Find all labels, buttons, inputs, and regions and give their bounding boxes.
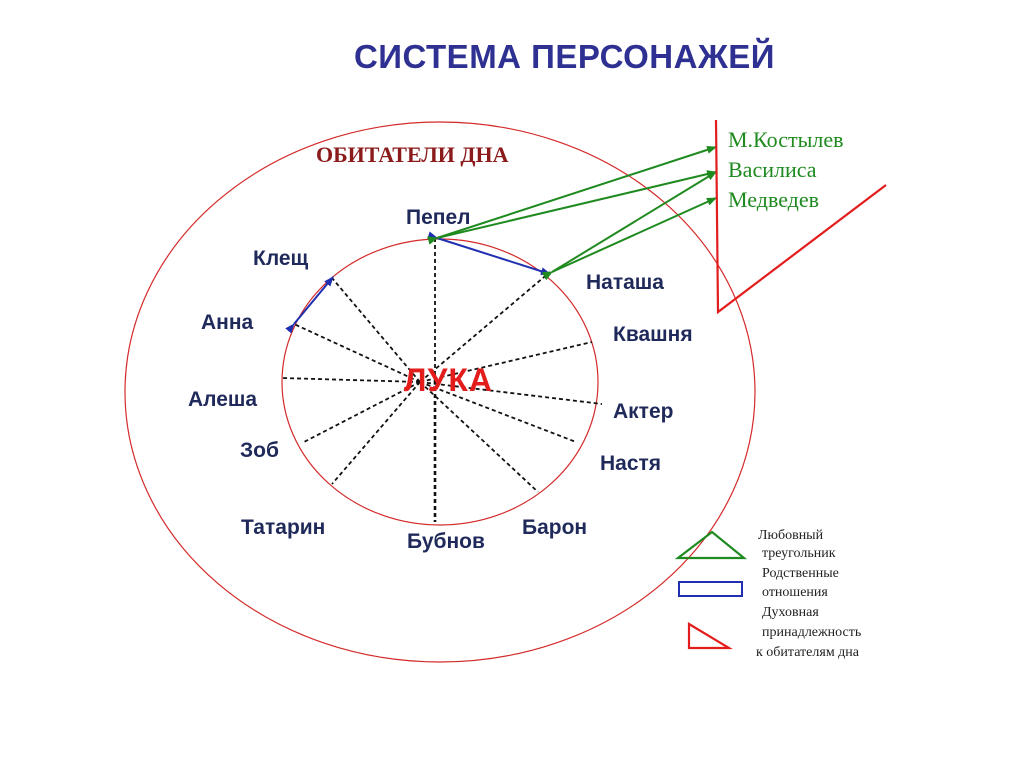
character-nastya: Настя (600, 452, 662, 475)
arrow-pepel-natasha (427, 231, 551, 276)
character-bubnov: Бубнов (407, 530, 485, 553)
legend-red-triangle-icon (687, 622, 733, 650)
character-alesha: Алеша (188, 388, 258, 411)
spiritual-line (714, 119, 887, 315)
page-title: СИСТЕМА ПЕРСОНАЖЕЙ (353, 38, 776, 75)
spoke-alesha (281, 377, 421, 383)
character-kleshch: Клещ (253, 247, 309, 270)
character-kostylev: М.Костылев (728, 127, 844, 152)
spoke-natasha (419, 271, 551, 383)
arrow-natasha-vasilisa (542, 171, 717, 281)
legend-love-line2: треугольник (762, 546, 836, 561)
legend-family-line1: Родственные (762, 566, 839, 581)
outer-circle-label: ОБИТАТЕЛИ ДНА (316, 142, 509, 167)
legend-love-line1: Любовный (758, 528, 824, 543)
center-character: ЛУКА (404, 362, 493, 398)
character-medvedev: Медведев (728, 187, 820, 212)
arrow-anna-kleshch (285, 276, 334, 334)
spoke-baron (419, 381, 539, 493)
legend-green-triangle-icon (674, 530, 748, 560)
love-arrows (427, 145, 717, 281)
family-arrows (285, 231, 551, 334)
outer-circle (124, 121, 756, 663)
legend-spiritual-line2: принадлежность (762, 625, 862, 640)
character-natasha: Наташа (586, 271, 664, 294)
character-baron: Барон (522, 516, 588, 539)
spoke-tatarin (331, 381, 421, 485)
spokes (281, 238, 603, 522)
spoke-kleshch (331, 277, 421, 383)
arrow-natasha-medvedev (542, 197, 717, 280)
character-vasilisa: Василиса (728, 157, 817, 182)
arrow-pepel-vasilisa (427, 170, 717, 244)
legend-spiritual-line1: Духовная (762, 605, 819, 620)
legend-blue-rect-icon (678, 581, 743, 597)
spoke-akter (419, 381, 603, 405)
spoke-zob (303, 381, 421, 443)
legend-family-line2: отношения (762, 585, 828, 600)
character-kvashnya: Квашня (613, 323, 693, 346)
character-anna: Анна (201, 311, 254, 334)
character-tatarin: Татарин (241, 516, 326, 539)
spoke-anna (293, 323, 421, 383)
legend-spiritual-line3: к обитателям дна (756, 645, 860, 660)
character-akter: Актер (613, 400, 674, 423)
character-zob: Зоб (240, 439, 279, 462)
character-pepel: Пепел (406, 206, 471, 229)
spoke-kvashnya (419, 341, 593, 383)
